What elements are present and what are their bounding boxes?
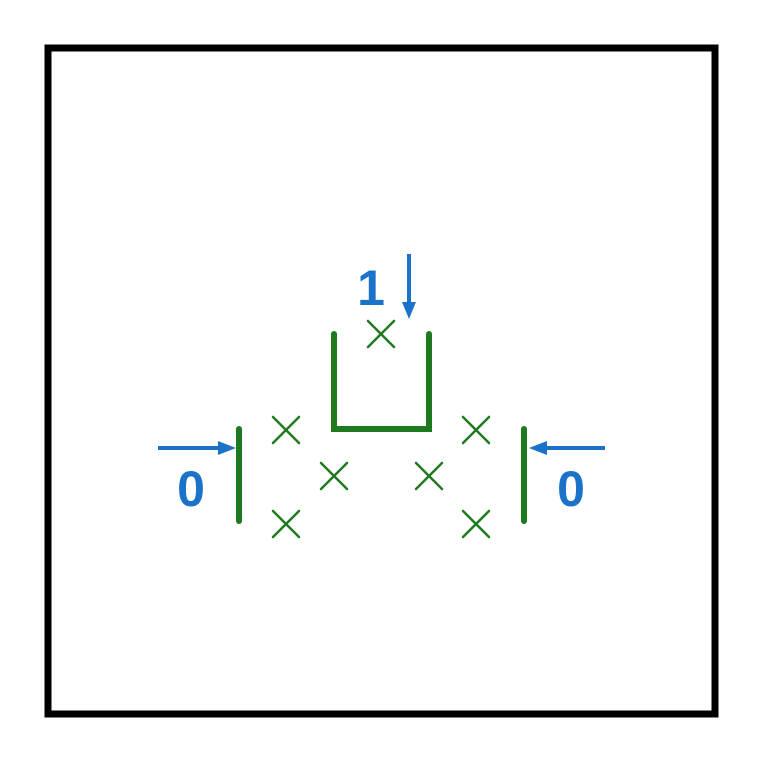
arrow-right-icon — [158, 441, 236, 455]
cross-mark-right-upper[interactable] — [461, 415, 491, 445]
wall-center-u — [331, 331, 432, 432]
cross-mark-left-lower[interactable] — [271, 509, 301, 539]
cross-mark-top[interactable] — [366, 319, 396, 349]
cross-mark-right-lower[interactable] — [461, 509, 491, 539]
cross-mark-left-upper[interactable] — [271, 415, 301, 445]
clue-left-value: 0 — [177, 461, 205, 517]
cross-mark-right-middle[interactable] — [414, 461, 444, 491]
arrow-left-icon — [529, 441, 605, 455]
arrow-down-icon — [402, 254, 416, 319]
cross-mark-left-middle[interactable] — [319, 461, 349, 491]
clue-right-value: 0 — [557, 461, 585, 517]
board-frame — [44, 44, 719, 718]
clue-top-value: 1 — [357, 260, 385, 316]
